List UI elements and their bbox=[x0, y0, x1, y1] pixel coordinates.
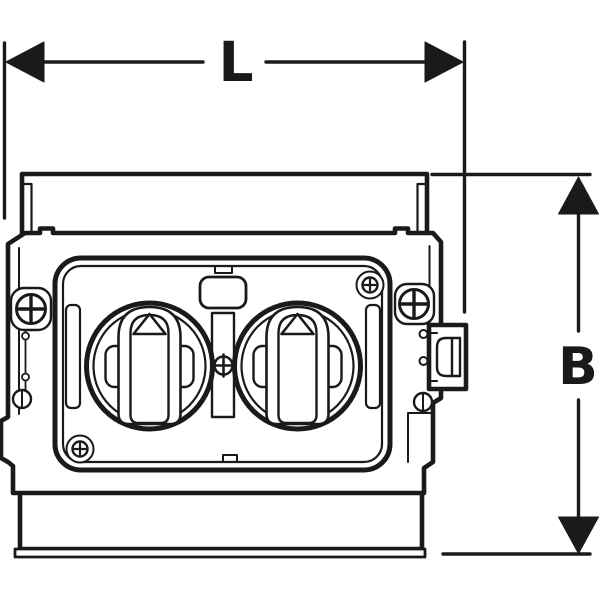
right-slotted-screw bbox=[412, 391, 434, 413]
right-dial-triangle-marker bbox=[280, 312, 315, 336]
arrow-left-icon bbox=[5, 41, 45, 83]
plate-screw-bottom-left bbox=[65, 434, 95, 464]
dimension-label-B: B bbox=[558, 337, 598, 397]
right-cross-screw bbox=[393, 282, 436, 326]
dimension-L bbox=[2, 40, 467, 314]
left-slotted-screw bbox=[11, 388, 33, 410]
arrow-right-icon bbox=[424, 41, 464, 83]
arrow-down-icon bbox=[558, 516, 599, 554]
dimension-label-L: L bbox=[218, 30, 253, 94]
dimension-B bbox=[430, 172, 599, 556]
service-window bbox=[198, 275, 248, 310]
left-dial bbox=[84, 300, 215, 432]
bottom-duct-flange bbox=[13, 485, 427, 559]
center-cross-screw bbox=[211, 353, 236, 378]
plate-screw-top-right bbox=[355, 270, 385, 300]
left-dial-triangle-marker bbox=[132, 312, 167, 336]
right-dial bbox=[232, 300, 363, 432]
left-cross-screw bbox=[9, 286, 53, 332]
side-clip-tab bbox=[426, 322, 469, 392]
arrow-up-icon bbox=[558, 176, 599, 215]
top-duct-flange bbox=[19, 171, 430, 238]
